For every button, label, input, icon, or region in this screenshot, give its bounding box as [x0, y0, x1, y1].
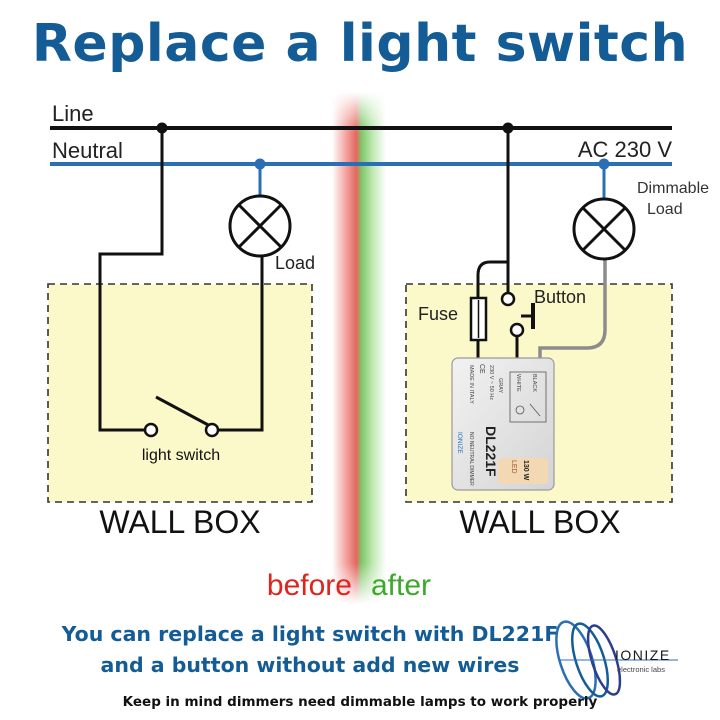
logo-brand: IONIZE	[615, 647, 671, 663]
neutral-junction-dot	[254, 158, 266, 170]
device-made-in: MADE IN ITALY	[468, 365, 474, 404]
device-ce-mark: CE	[478, 364, 485, 374]
device-wire-white: WHITE	[515, 374, 521, 392]
supply-voltage-label: AC 230 V	[578, 137, 672, 162]
after-fuse-feed-wire	[476, 260, 508, 300]
device-power: 130 W	[522, 460, 529, 481]
before-load-wire	[212, 256, 264, 432]
light-switch-lever	[155, 395, 213, 429]
light-switch-label: light switch	[142, 447, 220, 464]
before-line-wire	[98, 128, 164, 432]
wall-box-before	[47, 283, 313, 503]
device-rating: 230 V ~ 50 Hz	[488, 365, 494, 400]
dimmable-lamp-icon	[572, 197, 636, 261]
before-caption: before	[267, 569, 352, 602]
after-neutral-junction-dot	[598, 158, 610, 170]
device-brand: IONIZE	[456, 432, 463, 454]
neutral-label: Neutral	[52, 138, 123, 163]
after-caption: after	[371, 569, 431, 602]
logo-tagline: electronic labs	[617, 665, 665, 674]
dimmable-label-line-1: Dimmable	[637, 180, 709, 197]
line-label: Line	[52, 101, 94, 126]
summary-line-1: You can replace a light switch with DL22…	[61, 622, 559, 646]
line-junction-dot	[156, 122, 168, 134]
device-wire-black: BLACK	[531, 374, 537, 392]
fuse-label: Fuse	[418, 304, 458, 324]
summary-line-2: and a button without add new wires	[100, 653, 520, 677]
lamp-icon	[228, 194, 292, 258]
button-terminal-bottom	[509, 322, 525, 338]
page-title: Replace a light switch	[31, 14, 689, 74]
after-line-junction-dot	[502, 122, 514, 134]
button-label: Button	[534, 287, 586, 307]
summary-text: You can replace a light switch with DL22…	[0, 619, 620, 681]
footnote: Keep in mind dimmers need dimmable lamps…	[122, 694, 598, 710]
switch-terminal-right	[204, 422, 220, 438]
after-circuit: Dimmable Load Fuse Button MADE IN ITALY …	[418, 122, 709, 540]
divider-fade	[332, 92, 386, 604]
ionize-logo: IONIZE electronic labs	[555, 620, 678, 700]
after-load-cable	[538, 230, 607, 358]
wall-box-label-before: WALL BOX	[99, 504, 260, 540]
dimmable-label-line-2: Load	[647, 201, 683, 218]
device-power-sticker	[498, 458, 548, 484]
dl221f-dimmer-device: MADE IN ITALY CE 230 V ~ 50 Hz GRAY WHIT…	[451, 357, 555, 491]
device-led-label: LED	[510, 460, 517, 474]
load-label: Load	[275, 253, 315, 273]
switch-terminal-left	[143, 422, 159, 438]
device-wire-gray: GRAY	[497, 378, 503, 394]
wall-box-label-after: WALL BOX	[459, 504, 620, 540]
before-circuit: Load light switch WALL BOX	[98, 122, 315, 540]
device-type: NO NEUTRAL DIMMER	[468, 432, 474, 486]
device-model: DL221F	[483, 426, 499, 477]
button-terminal-top	[500, 291, 516, 307]
